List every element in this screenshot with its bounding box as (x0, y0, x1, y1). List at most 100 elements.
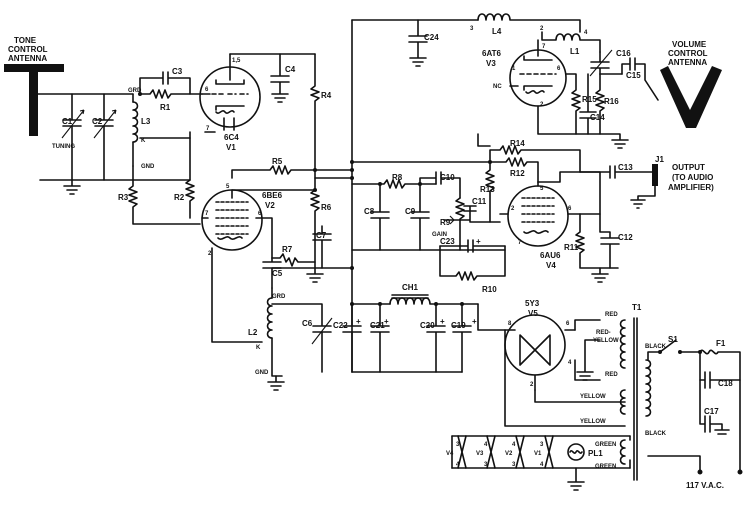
c22-plus: + (356, 317, 361, 326)
v1-type: 6C4 (224, 133, 239, 142)
capacitor-c5: C5 (262, 257, 283, 289)
v4-type: 6AU6 (540, 251, 561, 260)
c9-label: C9 (405, 207, 416, 216)
t1-black-bottom: BLACK (645, 431, 667, 437)
resistor-r11: R11 (564, 213, 619, 269)
v5-filament-1 (534, 389, 626, 403)
f1-label: F1 (716, 339, 726, 348)
t1-yellow-1: YELLOW (580, 394, 606, 400)
gain-label: GAIN (432, 232, 447, 238)
capacitor-c9: C9 (405, 183, 430, 251)
t1-green-1: GREEN (595, 442, 616, 448)
heater-v3: V3 (476, 451, 484, 457)
l2-label: L2 (248, 328, 258, 337)
v4-ref: V4 (546, 261, 556, 270)
tube-v4: 5 2 6 7 6AU6 V4 (499, 181, 581, 270)
c13-label: C13 (618, 163, 633, 172)
v1-ref: V1 (226, 143, 236, 152)
v4-pin-7: 7 (518, 240, 522, 246)
c6-label: C6 (302, 319, 313, 328)
capacitor-c17: C17 (699, 379, 730, 435)
v2-pin-5: 5 (226, 184, 230, 190)
c12-label: C12 (618, 233, 633, 242)
v4-pin-6: 6 (568, 206, 572, 212)
r11-label: R11 (564, 243, 579, 252)
heater-pin-3d: 3 (540, 442, 544, 448)
l3-grd-label: GRD (128, 88, 142, 94)
v5-type: 5Y3 (525, 299, 540, 308)
c10-label: C10 (440, 173, 455, 182)
resistor-r15: R15 (565, 73, 597, 135)
heater-pin-3c: 3 (512, 462, 516, 468)
tube-v5: 8 6 4 2 5Y3 V5 (504, 299, 576, 391)
v5-pin-4: 4 (568, 360, 572, 366)
capacitor-c7: C7 (312, 225, 332, 269)
v1-pin-6: 6 (205, 87, 209, 93)
c23-label: C23 (440, 237, 455, 246)
c20-label: C20 (420, 321, 435, 330)
v3-pin-6: 6 (557, 66, 561, 72)
vac-label: 117 V.A.C. (686, 481, 724, 490)
c11-label: C11 (472, 197, 487, 206)
t1-yellow-2: YELLOW (580, 419, 606, 425)
l4-label: L4 (492, 27, 502, 36)
v3-ref: V3 (486, 59, 496, 68)
v1-pin-15: 1,5 (232, 58, 241, 64)
l3-label: L3 (141, 117, 151, 126)
switch-s1[interactable]: S1 (647, 335, 701, 361)
capacitor-c10: C10 (419, 171, 461, 199)
v5-to-red (574, 319, 601, 331)
capacitor-c15: C15 (621, 57, 659, 101)
output-jack-j1[interactable]: J1 OUTPUT (TO AUDIO AMPLIFIER) (630, 155, 714, 209)
capacitor-c18: C18 (699, 351, 741, 389)
tube-v1: 1,5 6 7 6C4 V1 (199, 53, 261, 152)
resistor-r10: R10 (439, 245, 506, 294)
capacitor-c8: C8 (364, 183, 390, 251)
ground-symbol-left (63, 179, 81, 195)
r12-label: R12 (510, 169, 525, 178)
capacitor-c16: C16 (589, 49, 631, 77)
v4-pin-5: 5 (540, 186, 544, 192)
c2-label: C2 (92, 117, 103, 126)
t1-red-bottom: RED (605, 372, 618, 378)
v3-nc: NC (493, 84, 502, 90)
r5-label: R5 (272, 157, 283, 166)
c4-label: C4 (285, 65, 296, 74)
r3-label: R3 (118, 193, 129, 202)
heater-pin-3b: 3 (484, 462, 488, 468)
c16-label: C16 (616, 49, 631, 58)
c3-label: C3 (172, 67, 183, 76)
t1-red-yellow-2: YELLOW (593, 338, 619, 344)
output-label-3: AMPLIFIER) (668, 183, 714, 192)
s1-label: S1 (668, 335, 678, 344)
pl1-label: PL1 (588, 449, 603, 458)
capacitor-c24: C24 (408, 19, 439, 67)
l2-gnd-label: GND (255, 370, 269, 376)
resistor-r16: R16 (595, 73, 619, 135)
tuning-label: TUNING (52, 144, 75, 150)
volume-antenna-label-3: ANTENNA (668, 58, 707, 67)
c21-label: C21 (370, 321, 385, 330)
v2-pin-2: 2 (208, 251, 212, 257)
heater-pin-4c: 4 (512, 442, 516, 448)
resistor-r3: R3 (118, 179, 201, 225)
v2-pin-7: 7 (205, 211, 209, 217)
c24-label: C24 (424, 33, 439, 42)
resistor-r6: R6 (310, 169, 332, 269)
capacitor-c13: C13 (537, 163, 656, 183)
capacitor-c6: C6 (271, 303, 333, 373)
resistor-r8: R8 (351, 173, 437, 189)
l3-gnd-label: GND (141, 164, 155, 170)
v3-pin-7: 7 (542, 44, 546, 50)
capacitor-c3: C3 (139, 67, 191, 95)
l2-k-label: K (256, 345, 261, 351)
tube-v3: 7 1 2 6 NC 6AT6 V3 (482, 39, 567, 108)
capacitor-c11: C11 (443, 197, 501, 223)
resistor-r14: R14 (489, 139, 581, 173)
v4-pin-2: 2 (511, 206, 515, 212)
l1-label: L1 (570, 47, 580, 56)
capacitor-c4: C4 (270, 53, 296, 103)
inductor-l2: L2 GRD K GND (248, 287, 286, 377)
c1-label: C1 (62, 117, 73, 126)
c8-label: C8 (364, 207, 375, 216)
